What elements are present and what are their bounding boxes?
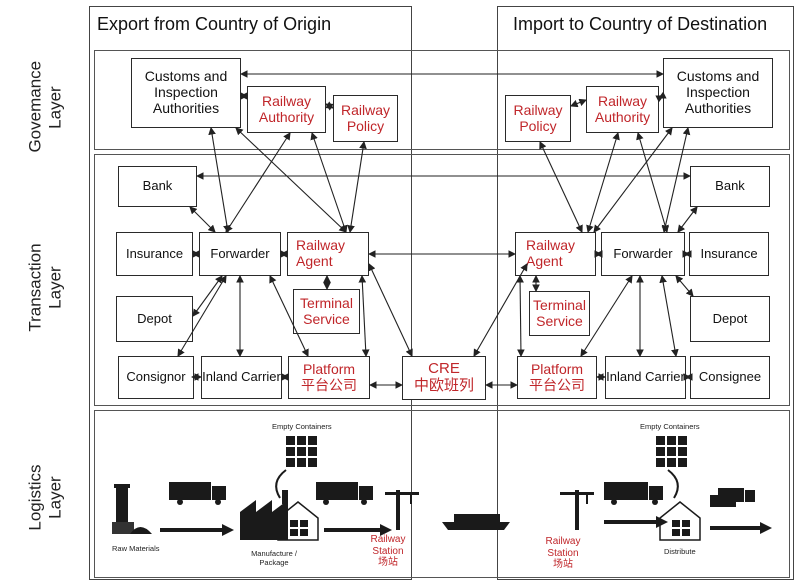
import-railway-authority-box: Railway Authority (586, 86, 659, 133)
import-bank-box: Bank (690, 166, 770, 207)
import-inland-carrier-box: Inland Carrier (605, 356, 686, 399)
manufacture-label: Manufacture / Package (251, 549, 297, 567)
export-platform-box: Platform 平台公司 (288, 356, 370, 399)
truck-icon-4 (710, 488, 755, 507)
truck-icon-1 (169, 482, 226, 505)
railway-station-right-label: Railway Station 场站 (541, 536, 585, 571)
railway-station-right-cn: 场站 (553, 559, 573, 570)
import-platform-en: Platform (530, 360, 584, 377)
empty-containers-icon-right (656, 436, 687, 467)
export-inland-carrier-box: Inland Carrier (201, 356, 282, 399)
empty-containers-right-label: Empty Containers (640, 422, 700, 431)
import-depot-box: Depot (690, 296, 770, 342)
import-insurance-box: Insurance (689, 232, 769, 276)
empty-containers-left-label: Empty Containers (272, 422, 332, 431)
export-bank-box: Bank (118, 166, 197, 207)
import-column-title: Import to Country of Destination (513, 14, 768, 34)
raw-materials-icon (112, 484, 152, 534)
transaction-band (94, 154, 790, 406)
ship-icon (442, 514, 510, 530)
export-platform-cn: 平台公司 (301, 376, 357, 393)
export-insurance-box: Insurance (116, 232, 193, 276)
export-consignor-box: Consignor (118, 356, 194, 399)
export-platform-en: Platform (302, 360, 356, 377)
railway-station-left-label: Railway Station 场站 (366, 534, 410, 569)
cre-box: CRE 中欧班列 (402, 356, 486, 400)
cre-label-cn: 中欧班列 (413, 377, 474, 394)
import-railway-policy-box: Railway Policy (505, 95, 571, 142)
import-terminal-service-box: Terminal Service (529, 291, 590, 336)
import-railway-agent-box: Railway Agent (515, 232, 596, 276)
crane-icon-right (560, 490, 594, 530)
railway-station-right-en: Railway Station (545, 536, 581, 559)
cre-label-en: CRE (428, 360, 460, 378)
railway-station-left-cn: 场站 (378, 557, 398, 568)
truck-icon-3 (604, 482, 663, 505)
governance-band (94, 50, 790, 150)
railway-station-left-en: Railway Station (370, 534, 406, 557)
warehouse-icon-left (277, 501, 319, 541)
truck-icon-2 (316, 482, 373, 505)
logistics-band (94, 410, 790, 578)
distribute-label: Distribute (664, 547, 696, 556)
crane-icon-left (385, 490, 419, 530)
import-platform-box: Platform 平台公司 (517, 356, 597, 399)
import-customs-box: Customs and Inspection Authorities (663, 58, 773, 128)
import-consignee-box: Consignee (690, 356, 770, 399)
export-column-title: Export from Country of Origin (97, 14, 332, 34)
factory-icon (240, 490, 288, 540)
raw-materials-label: Raw Materials (112, 544, 160, 553)
export-railway-policy-box: Railway Policy (333, 95, 398, 142)
import-platform-cn: 平台公司 (529, 376, 585, 393)
export-railway-agent-box: Railway Agent (287, 232, 369, 276)
empty-containers-icon-left (286, 436, 317, 467)
